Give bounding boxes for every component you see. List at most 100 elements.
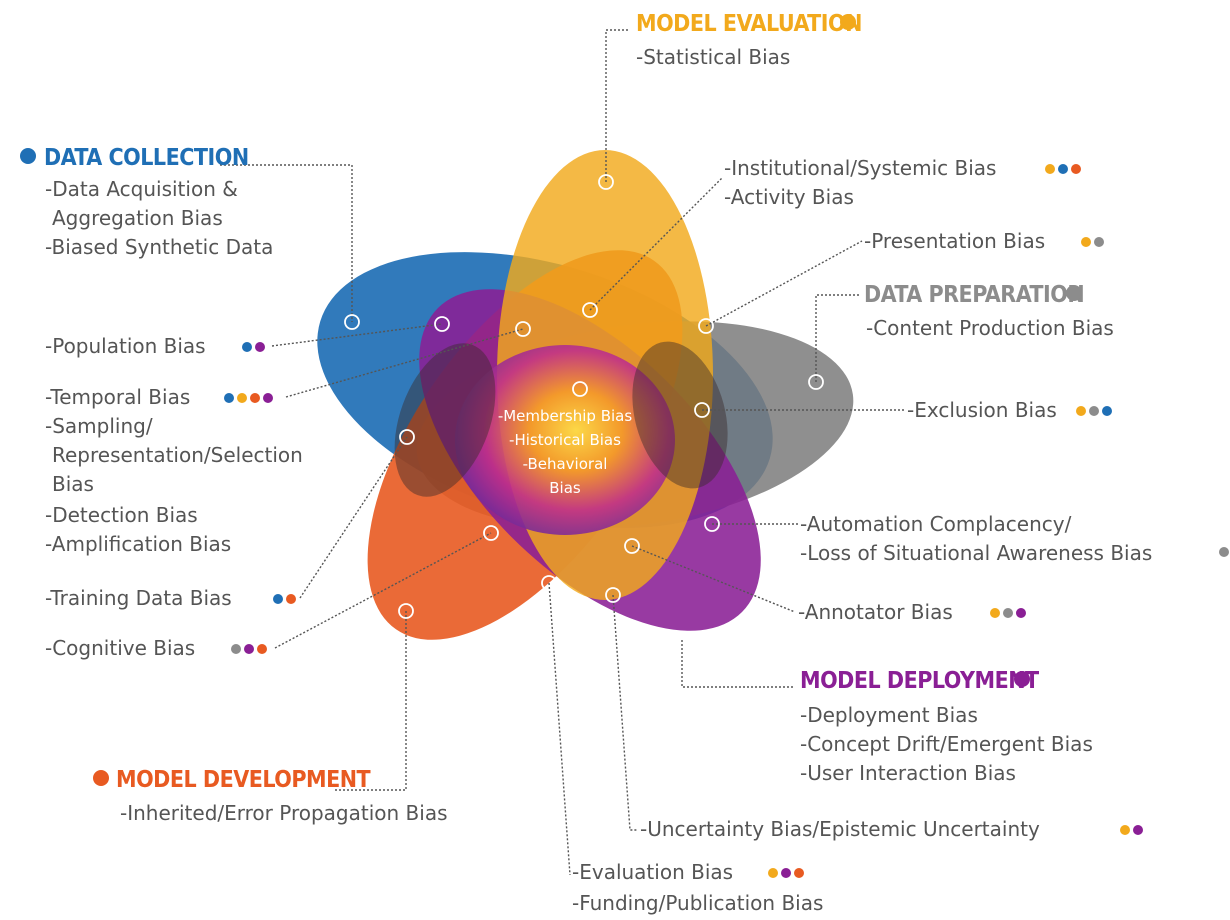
uncertainty-dots: [1120, 825, 1143, 835]
preparation-item-1: -Content Production Bias: [866, 316, 1114, 340]
petals: [317, 150, 854, 640]
center-core: [455, 345, 675, 535]
evaluation-item-1: -Statistical Bias: [636, 45, 790, 69]
collection-item-3: -Biased Synthetic Data: [45, 235, 273, 259]
annotator-dot-evaluation: [990, 608, 1000, 618]
presentation-dot-evaluation: [1081, 237, 1091, 247]
stage-headers: MODEL EVALUATION DATA COLLECTION DATA PR…: [20, 11, 1085, 793]
marker-automation: [704, 516, 720, 532]
institutional-label-1: -Institutional/Systemic Bias: [724, 156, 996, 180]
marker-preparation: [808, 374, 824, 390]
stage-items: -Statistical Bias -Data Acquisition & Ag…: [45, 45, 1114, 825]
temporal-dot-collection: [224, 393, 234, 403]
temporal-label-2: -Sampling/: [45, 414, 153, 438]
temporal-dots: [224, 393, 273, 403]
marker-annotator: [624, 538, 640, 554]
institutional-dots: [1045, 164, 1081, 174]
collection-item-1: -Data Acquisition &: [45, 177, 238, 201]
uncertainty-dot-deployment: [1133, 825, 1143, 835]
exclusion-dot-collection: [1102, 406, 1112, 416]
institutional-dot-collection: [1058, 164, 1068, 174]
presentation-dot-preparation: [1094, 237, 1104, 247]
uncertainty-dot-evaluation: [1120, 825, 1130, 835]
model-evaluation-dot: [840, 14, 856, 30]
marker-evaluation: [598, 174, 614, 190]
presentation-dots: [1081, 237, 1104, 247]
automation-dots: [1219, 547, 1229, 557]
automation-dot-preparation: [1219, 547, 1229, 557]
leader-uncertainty: [612, 594, 638, 831]
evaluation-bias-label-2: -Funding/Publication Bias: [572, 891, 823, 915]
deployment-item-3: -User Interaction Bias: [800, 761, 1016, 785]
marker-temporal: [515, 321, 531, 337]
cognitive-label: -Cognitive Bias: [45, 636, 195, 660]
temporal-label-1: -Temporal Bias: [45, 385, 190, 409]
marker-center: [572, 381, 588, 397]
bias-labels: -Institutional/Systemic Bias -Activity B…: [45, 156, 1152, 915]
leader-model-evaluation: [605, 29, 630, 182]
marker-deployment: [674, 632, 690, 648]
population-dots: [242, 342, 265, 352]
leader-temporal: [285, 328, 524, 398]
marker-uncertainty: [605, 587, 621, 603]
collection-item-2: Aggregation Bias: [52, 206, 223, 230]
leader-data-collection: [220, 164, 353, 322]
institutional-dot-development: [1071, 164, 1081, 174]
deployment-item-1: -Deployment Bias: [800, 703, 978, 727]
evaluation-bias-dot-deployment: [781, 868, 791, 878]
model-evaluation-title: MODEL EVALUATION: [636, 11, 862, 37]
cognitive-dots: [231, 644, 267, 654]
annotator-label: -Annotator Bias: [798, 600, 953, 624]
deployment-item-2: -Concept Drift/Emergent Bias: [800, 732, 1093, 756]
exclusion-label: -Exclusion Bias: [907, 398, 1057, 422]
leader-population: [271, 323, 443, 347]
marker-population: [434, 316, 450, 332]
institutional-label-2: -Activity Bias: [724, 185, 854, 209]
model-development-dot: [93, 770, 109, 786]
data-preparation-title: DATA PREPARATION: [864, 282, 1084, 308]
exclusion-dots: [1076, 406, 1112, 416]
leader-evaluation-bias: [548, 582, 571, 876]
training-dot-collection: [273, 594, 283, 604]
leader-annotator: [631, 545, 796, 613]
uncertainty-label: -Uncertainty Bias/Epistemic Uncertainty: [640, 817, 1040, 841]
center-line-2: -Historical Bias: [509, 431, 621, 449]
center-line-3: -Behavioral: [523, 455, 608, 473]
cognitive-dot-development: [257, 644, 267, 654]
exclusion-dot-evaluation: [1076, 406, 1086, 416]
temporal-dot-evaluation: [237, 393, 247, 403]
data-collection-title: DATA COLLECTION: [44, 145, 249, 171]
training-label: -Training Data Bias: [45, 586, 232, 610]
temporal-dot-deployment: [263, 393, 273, 403]
evaluation-bias-dot-development: [794, 868, 804, 878]
automation-label-2: -Loss of Situational Awareness Bias: [800, 541, 1152, 565]
marker-evaluation-bias: [541, 575, 557, 591]
leader-cognitive: [274, 532, 492, 649]
population-label: -Population Bias: [45, 334, 206, 358]
data-preparation-dot: [1066, 285, 1082, 301]
annotator-dot-deployment: [1016, 608, 1026, 618]
population-dot-collection: [242, 342, 252, 352]
marker-presentation: [698, 318, 714, 334]
annotator-dot-preparation: [1003, 608, 1013, 618]
temporal-label-5: -Detection Bias: [45, 503, 198, 527]
model-deployment-title: MODEL DEPLOYMENT: [800, 668, 1039, 694]
development-item-1: -Inherited/Error Propagation Bias: [120, 801, 448, 825]
exclusion-dot-preparation: [1089, 406, 1099, 416]
automation-label-1: -Automation Complacency/: [800, 512, 1072, 536]
leader-institutional: [589, 177, 723, 311]
evaluation-bias-dot-evaluation: [768, 868, 778, 878]
center-line-4: Bias: [549, 479, 581, 497]
leader-model-development: [335, 611, 407, 791]
marker-cognitive: [483, 525, 499, 541]
marker-training: [399, 429, 415, 445]
temporal-dot-development: [250, 393, 260, 403]
training-dots: [273, 594, 296, 604]
dark-overlap-right: [632, 341, 728, 489]
cognitive-dot-preparation: [231, 644, 241, 654]
temporal-label-3: Representation/Selection: [52, 443, 303, 467]
institutional-dot-evaluation: [1045, 164, 1055, 174]
leader-data-preparation: [815, 294, 860, 382]
annotator-dots: [990, 608, 1026, 618]
model-development-title: MODEL DEVELOPMENT: [116, 767, 371, 793]
